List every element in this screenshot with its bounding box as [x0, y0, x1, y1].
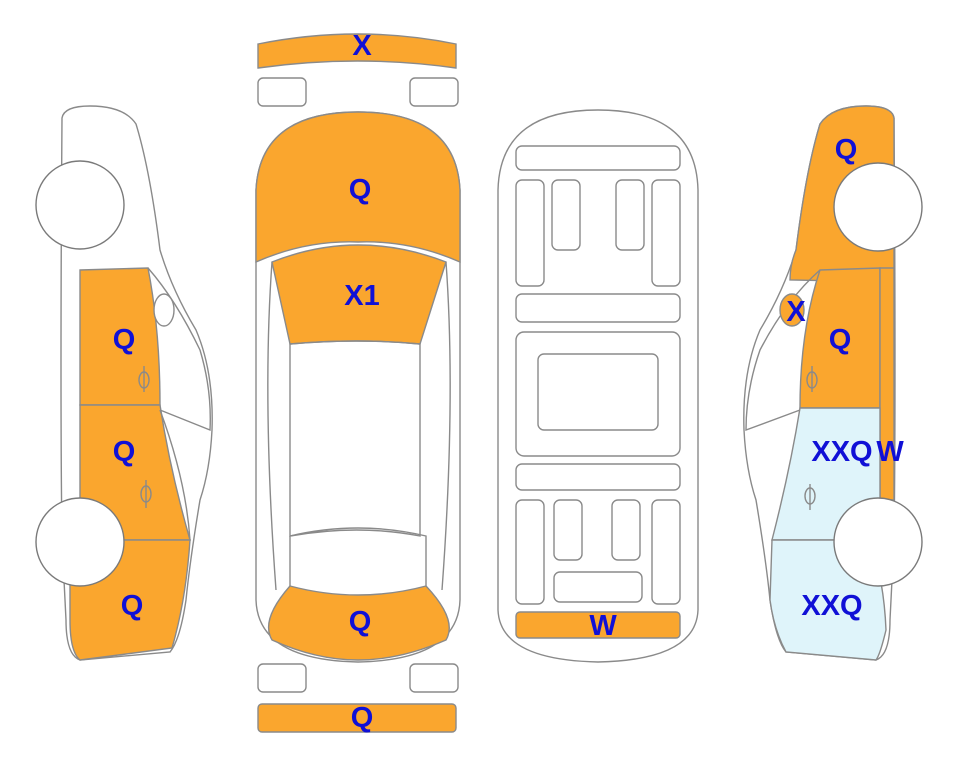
top-view: X Q X1 Q Q [255, 30, 461, 734]
right-rear-quarter-label: XXQ [801, 590, 862, 622]
top-left-pillar-line [267, 261, 277, 591]
left-front-door-label: Q [113, 324, 136, 356]
right-rear-door-label: XXQ [811, 436, 872, 468]
rear-left-taillight[interactable] [257, 663, 307, 693]
floor-bay-7 [611, 499, 641, 561]
floor-crossmember-1 [515, 293, 681, 323]
hood[interactable] [255, 111, 461, 264]
floor-spare-well [553, 571, 643, 603]
left-rear-door-handle-knob [140, 485, 152, 503]
floor-bay-4 [651, 179, 681, 287]
rear-window-line [289, 527, 427, 586]
front-bumper-label: X [352, 30, 372, 62]
right-front-door-handle-knob [806, 371, 818, 389]
floor-panel-top [515, 145, 681, 171]
floor-bay-2 [551, 179, 581, 251]
rear-bumper-label: Q [351, 702, 374, 734]
front-left-headlight[interactable] [257, 77, 307, 107]
floor-bay-1 [515, 179, 545, 287]
floor-bay-5 [515, 499, 545, 605]
floor-bay-6 [553, 499, 583, 561]
left-rear-door-label: Q [113, 436, 136, 468]
left-mirror[interactable] [153, 293, 175, 327]
floor-center-frame [515, 331, 681, 457]
right-mirror-label: X [786, 296, 806, 328]
left-rear-wheel[interactable] [35, 497, 125, 587]
left-rear-quarter-label: Q [121, 590, 144, 622]
floor-crossmember-2 [515, 463, 681, 491]
left-window-line-2 [159, 409, 191, 541]
underbody-outline [497, 109, 699, 663]
windshield-label: X1 [344, 280, 379, 312]
right-window-line [745, 269, 821, 432]
right-rear-wheel[interactable] [833, 497, 923, 587]
floor-center-panel [537, 353, 659, 431]
left-side-view: Q Q Q [35, 105, 213, 661]
right-front-fender-label: Q [835, 134, 858, 166]
trunk-floor[interactable] [515, 611, 681, 639]
rear-top-label: Q [349, 606, 372, 638]
left-front-door-handle-knob [138, 371, 150, 389]
right-side-view: Q X Q XXQ W XXQ [743, 105, 923, 661]
right-front-door-label: Q [829, 324, 852, 356]
front-bumper[interactable] [257, 33, 457, 69]
trunk-floor-label: W [589, 610, 617, 642]
left-window-line [147, 267, 211, 432]
floor-bay-8 [651, 499, 681, 605]
left-front-wheel[interactable] [35, 160, 125, 250]
rear-right-taillight[interactable] [409, 663, 459, 693]
front-right-headlight[interactable] [409, 77, 459, 107]
hood-label: Q [349, 174, 372, 206]
rear-bumper[interactable] [257, 703, 457, 733]
top-right-pillar-line [441, 261, 451, 591]
rear-top[interactable] [267, 585, 450, 661]
right-mirror[interactable] [779, 293, 805, 327]
right-front-wheel[interactable] [833, 162, 923, 252]
roof-outline [289, 340, 421, 537]
floor-bay-3 [615, 179, 645, 251]
right-rear-door-extra-label: W [876, 436, 904, 468]
underbody-view: W [497, 109, 699, 663]
right-rear-door-handle-knob [804, 487, 816, 505]
